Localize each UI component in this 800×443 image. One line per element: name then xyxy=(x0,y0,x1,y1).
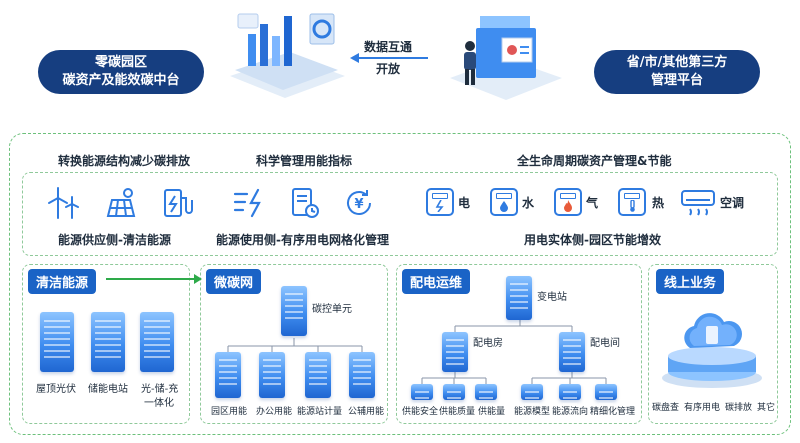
header-energy-structure: 转换能源结构减少碳排放 xyxy=(58,154,191,168)
wind-turbine-icon xyxy=(48,187,79,219)
auxiliary-energy-server xyxy=(349,352,375,398)
pv-storage-charging-label-2: 一体化 xyxy=(144,398,174,409)
header-lifecycle-carbon: 全生命周期碳资产管理&节能 xyxy=(517,154,672,168)
pv-storage-charging-label-1: 光-储-充 xyxy=(141,384,179,395)
orderly-power-label: 有序用电 xyxy=(684,403,721,413)
exchange-line2: 开放 xyxy=(376,62,401,76)
storage-station-label: 储能电站 xyxy=(88,384,128,395)
park-energy-server xyxy=(215,352,241,398)
cloud-platform-illustration xyxy=(662,313,762,388)
fine-management-label: 精细化管理 xyxy=(590,407,636,417)
distribution-closet-server xyxy=(559,332,585,372)
icons-frame xyxy=(22,172,778,256)
ev-charger-icon xyxy=(164,189,193,217)
supply-quality-server xyxy=(443,384,465,421)
carbon-emission-label: 碳排放 xyxy=(725,403,753,413)
station-metering-label: 能源站计量 xyxy=(297,407,343,417)
svg-text:¥: ¥ xyxy=(354,197,363,212)
park-energy-label: 园区用能 xyxy=(211,407,248,417)
micro-carbon-title: 微碳网 xyxy=(206,269,262,294)
others-label: 其它 xyxy=(757,403,776,413)
carbon-inventory-label: 碳盘查 xyxy=(652,403,680,413)
meter-label-heat: 热 xyxy=(652,196,665,210)
distribution-panel xyxy=(396,264,642,424)
right-platform-pill: 省/市/其他第三方 管理平台 xyxy=(594,50,760,94)
carbon-control-label: 碳控单元 xyxy=(312,304,352,315)
rooftop-pv-server xyxy=(40,312,74,372)
storage-station-server xyxy=(91,312,125,372)
left-platform-line2: 碳资产及能效碳中台 xyxy=(62,73,180,88)
yuan-cycle-icon: ¥ xyxy=(347,190,371,215)
pv-storage-charging-server xyxy=(140,312,174,372)
supply-volume-server xyxy=(475,384,497,421)
caption-usage-side: 能源使用侧-有序用电网格化管理 xyxy=(216,233,389,247)
solar-panel-icon xyxy=(106,188,136,217)
distribution-closet-label: 配电间 xyxy=(590,338,620,349)
supply-quality-label: 供能质量 xyxy=(439,407,476,417)
energy-flow-server xyxy=(559,384,581,421)
clean-energy-title: 清洁能源 xyxy=(28,269,97,294)
distribution-room-label: 配电房 xyxy=(473,338,503,349)
meter-label-electricity: 电 xyxy=(458,196,471,210)
station-metering-server xyxy=(305,352,331,398)
main-frame xyxy=(9,133,791,435)
meter-label-water: 水 xyxy=(522,196,535,210)
header-scientific-management: 科学管理用能指标 xyxy=(256,154,353,168)
document-clock-icon xyxy=(292,188,319,218)
substation-server xyxy=(506,276,532,320)
gas-meter-icon xyxy=(554,188,582,216)
electric-meter-icon xyxy=(426,188,454,216)
operator-illustration xyxy=(450,16,562,100)
air-conditioner-icon xyxy=(681,190,715,216)
energy-model-label: 能源模型 xyxy=(514,407,551,417)
meter-label-air-conditioner: 空调 xyxy=(720,196,745,210)
office-energy-server xyxy=(259,352,285,398)
online-panel xyxy=(648,264,778,424)
energy-flow-label: 能源流向 xyxy=(552,407,589,417)
supply-safety-label: 供能安全 xyxy=(402,407,439,417)
fine-management-server xyxy=(595,384,617,421)
water-meter-icon xyxy=(490,188,518,216)
meter-label-gas: 气 xyxy=(586,196,599,210)
left-platform-line1: 零碳园区 xyxy=(94,55,147,70)
exchange-arrow xyxy=(350,53,428,63)
left-platform-pill: 零碳园区 碳资产及能效碳中台 xyxy=(38,50,204,94)
energy-model-server xyxy=(521,384,543,421)
distribution-room-server xyxy=(442,332,468,372)
exchange-line1: 数据互通 xyxy=(364,40,413,54)
micro-carbon-panel xyxy=(200,264,388,424)
dashboard-illustration xyxy=(230,13,345,98)
carbon-control-server xyxy=(281,286,307,336)
online-title: 线上业务 xyxy=(656,269,725,294)
right-platform-line1: 省/市/其他第三方 xyxy=(626,55,728,70)
distribution-title: 配电运维 xyxy=(402,269,471,294)
auxiliary-energy-label: 公辅用能 xyxy=(348,407,385,417)
supply-volume-label: 供能量 xyxy=(478,407,506,417)
heat-meter-icon xyxy=(618,188,646,216)
right-platform-line2: 管理平台 xyxy=(650,73,703,88)
substation-label: 变电站 xyxy=(537,292,567,303)
rooftop-pv-label: 屋顶光伏 xyxy=(36,384,76,395)
clean-energy-panel xyxy=(22,264,190,424)
caption-entity-side: 用电实体侧-园区节能增效 xyxy=(524,233,661,247)
exchange-label: 数据互通 开放 xyxy=(364,36,412,80)
supply-safety-server xyxy=(411,384,433,421)
office-energy-label: 办公用能 xyxy=(256,407,293,417)
caption-supply-side: 能源供应侧-清洁能源 xyxy=(58,233,171,247)
power-grid-icon xyxy=(233,188,261,218)
